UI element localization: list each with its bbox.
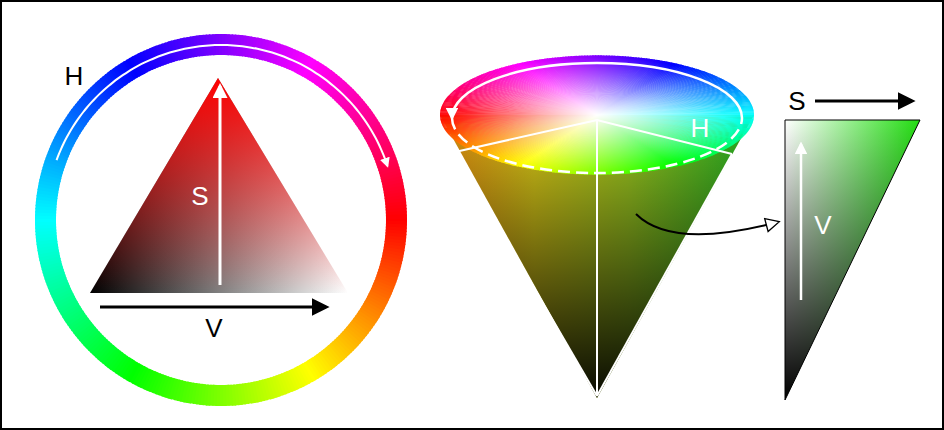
axis-label: H [691,115,710,141]
hue-arrow-cone [452,63,742,118]
hue-ring [35,34,407,406]
sv-triangle-hue [90,78,348,293]
sv-slice [785,120,920,400]
value-arrow-slice [800,144,803,300]
cone-shade [440,115,754,398]
axis-label: V [205,315,222,341]
wedge-outline [455,120,732,396]
saturation-arrow-slice [815,100,912,103]
slice-pointer [636,214,778,234]
sv-slice-shade [785,120,920,400]
value-arrow [100,306,326,309]
hue-arrow [57,45,388,166]
saturation-arrow [219,86,222,285]
axis-label: S [191,183,208,209]
hue-ring-segment [386,214,407,219]
axis-label: S [788,88,805,114]
sv-triangle [90,78,348,293]
axis-label: H [65,63,84,89]
axis-label: V [814,212,831,238]
cone-body [440,115,754,398]
